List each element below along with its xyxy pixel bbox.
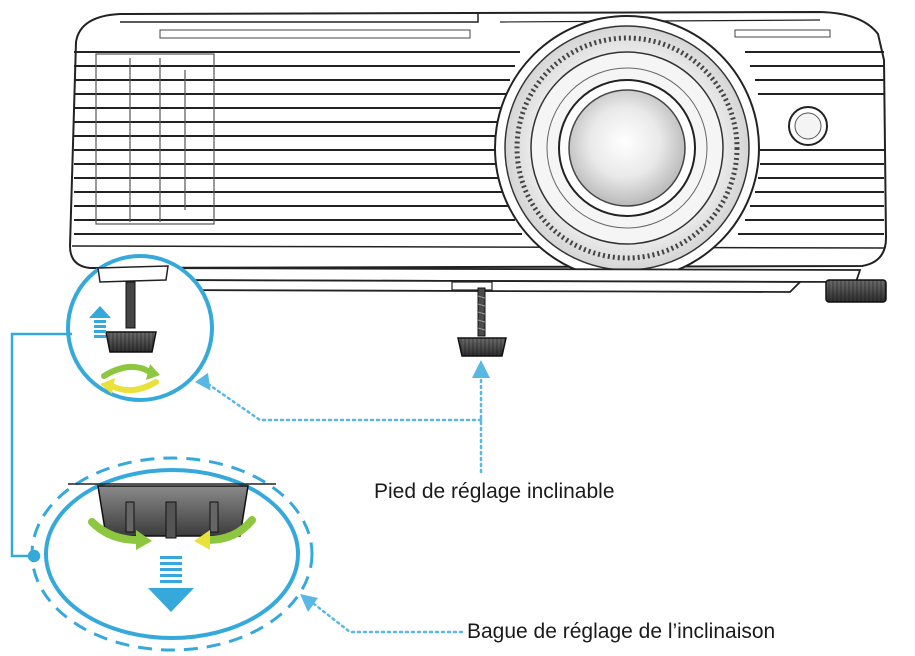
projector-body: [68, 10, 888, 270]
pointer-foot-arrowhead: [472, 360, 490, 378]
arrow-down-icon: [148, 556, 194, 612]
pointer-ring: [312, 602, 464, 634]
pointer-ring-arrowhead: [300, 594, 318, 612]
vent-grille: [71, 51, 885, 249]
foot-zoom-callout: [66, 254, 214, 402]
rear-foot: [825, 279, 887, 303]
rotate-arrows-icon: [100, 363, 160, 394]
pointer-foot-arrowhead-left: [194, 372, 211, 391]
tilt-ring-label: Bague de réglage de l’inclinaison: [467, 620, 776, 643]
tilt-foot-label: Pied de réglage inclinable: [374, 480, 615, 503]
ir-sensor: [788, 106, 828, 146]
projector-lens: [494, 15, 760, 281]
arrow-up-icon: [89, 306, 111, 338]
center-tilt-foot: [451, 281, 507, 357]
grille-internals: [95, 53, 215, 225]
ring-zoom-callout: [30, 456, 314, 652]
pointer-foot: [206, 370, 483, 474]
rotate-arrows-icon: [88, 516, 256, 550]
